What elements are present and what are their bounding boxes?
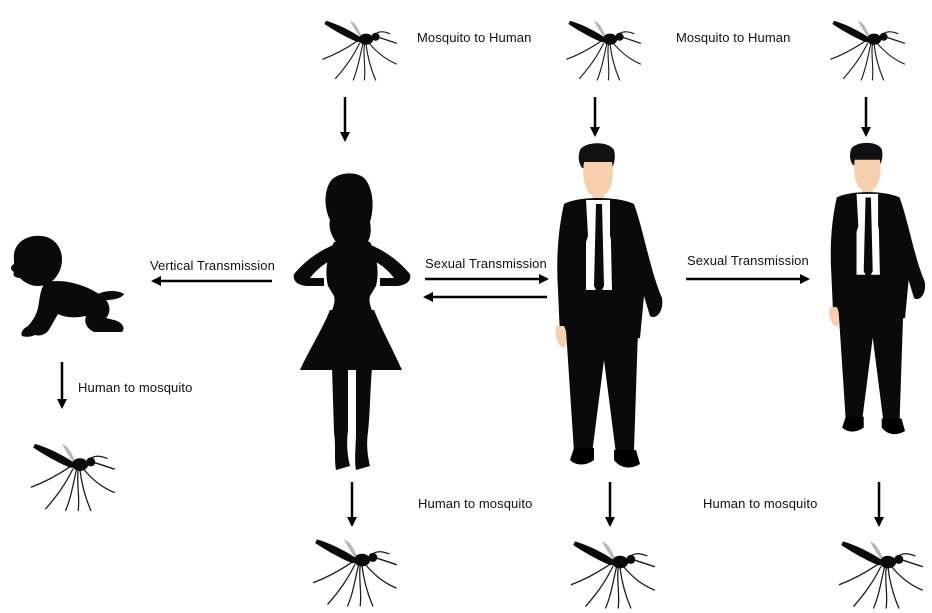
man-icon [826, 140, 932, 474]
man-icon [552, 140, 670, 474]
label-sexual-transmission: Sexual Transmission [425, 256, 547, 271]
label-human-to-mosquito: Human to mosquito [78, 380, 192, 395]
mosquito-icon [308, 530, 398, 610]
label-mosquito-to-human: Mosquito to Human [417, 30, 531, 45]
label-human-to-mosquito: Human to mosquito [703, 496, 817, 511]
mosquito-icon [562, 8, 642, 88]
woman-icon [290, 170, 414, 475]
mosquito-icon [318, 8, 398, 88]
label-human-to-mosquito: Human to mosquito [418, 496, 532, 511]
mosquito-icon [566, 532, 656, 612]
label-mosquito-to-human: Mosquito to Human [676, 30, 790, 45]
label-vertical-transmission: Vertical Transmission [150, 258, 275, 273]
mosquito-icon [826, 8, 906, 88]
mosquito-icon [834, 532, 924, 612]
mosquito-icon [26, 432, 116, 517]
baby-icon [6, 232, 130, 344]
label-sexual-transmission: Sexual Transmission [687, 253, 809, 268]
